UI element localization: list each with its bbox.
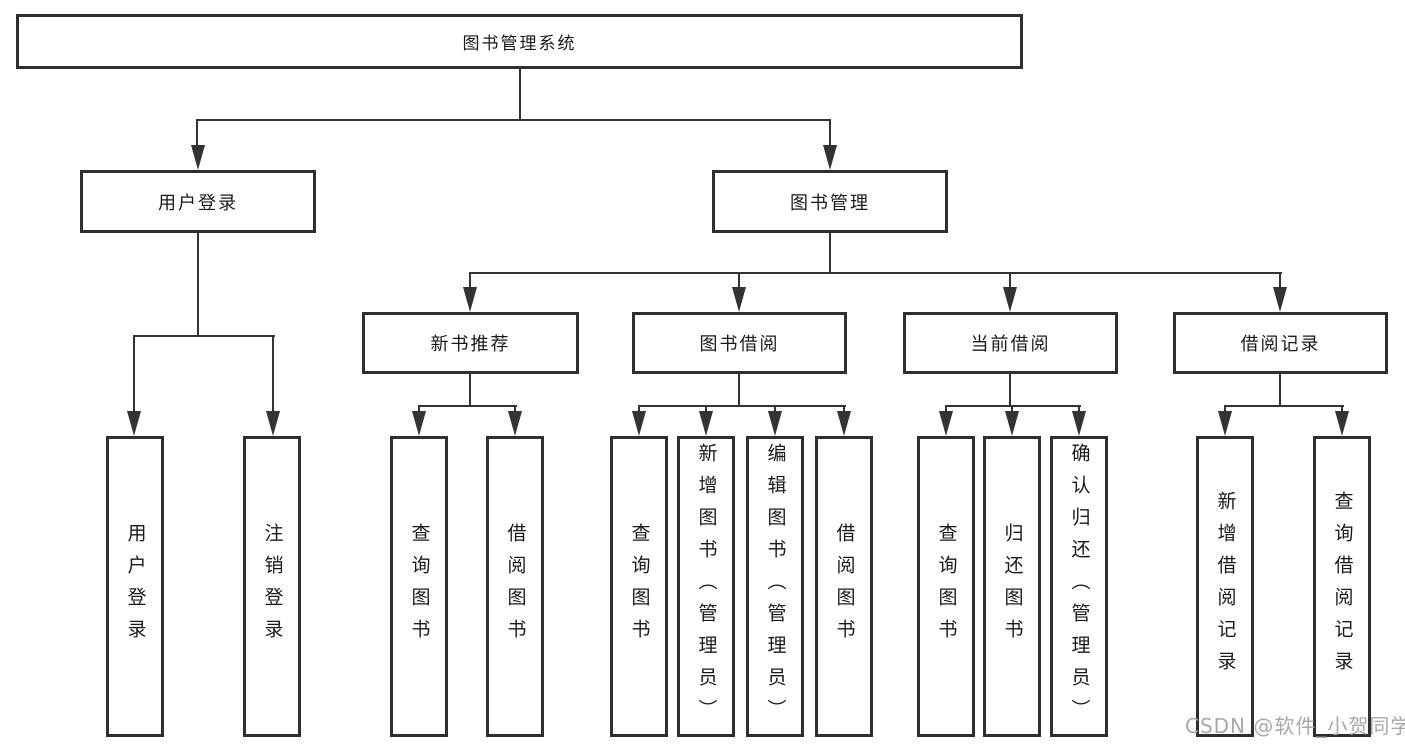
edge-line <box>133 335 135 413</box>
edge-line <box>1279 374 1281 407</box>
edge-line <box>197 119 831 121</box>
edge-line <box>1279 272 1281 290</box>
leaf-add-books-admin: 新增图书（管理员） <box>677 436 735 737</box>
edge-line <box>418 405 420 413</box>
edge-arrowhead-down <box>939 411 953 436</box>
leaf-label: 新增图书（管理员） <box>695 442 718 731</box>
leaf-logout-login: 注销登录 <box>243 436 301 737</box>
csdn-watermark: CSDN @软件_小贺同学 <box>1185 714 1405 738</box>
edge-line <box>843 405 845 413</box>
node-user-login: 用户登录 <box>80 170 316 233</box>
edge-arrowhead-down <box>1218 411 1232 436</box>
edge-line <box>638 405 846 407</box>
edge-arrowhead-down <box>768 411 782 436</box>
edge-line <box>829 119 831 147</box>
node-label: 图书管理系统 <box>462 34 577 54</box>
edge-line <box>469 374 471 407</box>
edge-arrowhead-down <box>823 145 837 170</box>
edge-line <box>1224 405 1344 407</box>
node-borrow-records: 借阅记录 <box>1173 312 1388 374</box>
edge-line <box>1009 272 1011 290</box>
edge-line <box>1224 405 1226 413</box>
leaf-add-borrow-record: 新增借阅记录 <box>1196 436 1254 737</box>
leaf-confirm-return-admin: 确认归还（管理员） <box>1050 436 1108 737</box>
edge-arrowhead-down <box>463 287 477 312</box>
node-label: 新书推荐 <box>430 334 511 355</box>
node-book-management: 图书管理 <box>712 170 948 233</box>
leaf-label: 查询图书 <box>628 522 651 651</box>
edge-arrowhead-down <box>732 287 746 312</box>
edge-arrowhead-down <box>699 411 713 436</box>
edge-line <box>418 405 517 407</box>
leaf-label: 查询图书 <box>935 522 958 651</box>
edge-line <box>1009 374 1011 407</box>
leaf-label: 借阅图书 <box>504 522 527 651</box>
node-label: 用户登录 <box>158 192 238 214</box>
leaf-label: 用户登录 <box>124 522 147 651</box>
edge-arrowhead-down <box>1273 287 1287 312</box>
edge-line <box>945 405 947 413</box>
edge-line <box>514 405 516 413</box>
leaf-label: 借阅图书 <box>833 522 856 651</box>
node-current-borrow: 当前借阅 <box>903 312 1118 374</box>
edge-arrowhead-down <box>191 145 205 170</box>
edge-arrowhead-down <box>266 411 280 436</box>
node-label: 借阅记录 <box>1240 334 1321 355</box>
edge-line <box>197 233 199 337</box>
leaf-borrow-books-recommend: 借阅图书 <box>486 436 544 737</box>
edge-arrowhead-down <box>1003 287 1017 312</box>
edge-line <box>196 119 198 147</box>
edge-line <box>638 405 640 413</box>
leaf-query-books-recommend: 查询图书 <box>390 436 448 737</box>
node-root: 图书管理系统 <box>16 14 1023 69</box>
leaf-query-books-borrow: 查询图书 <box>610 436 668 737</box>
edge-arrowhead-down <box>1005 411 1019 436</box>
edge-line <box>272 335 274 413</box>
node-book-borrow: 图书借阅 <box>632 312 847 374</box>
edge-line <box>945 405 1081 407</box>
edge-arrowhead-down <box>127 411 141 436</box>
edge-arrowhead-down <box>508 411 522 436</box>
node-label: 图书管理 <box>790 192 870 214</box>
edge-arrowhead-down <box>1335 411 1349 436</box>
edge-line <box>1078 405 1080 413</box>
leaf-label: 查询借阅记录 <box>1331 490 1354 683</box>
leaf-label: 归还图书 <box>1001 522 1024 651</box>
leaf-return-books: 归还图书 <box>983 436 1041 737</box>
leaf-label: 确认归还（管理员） <box>1068 442 1091 731</box>
leaf-borrow-books: 借阅图书 <box>815 436 873 737</box>
node-label: 当前借阅 <box>970 334 1051 355</box>
edge-arrowhead-down <box>1072 411 1086 436</box>
leaf-edit-books-admin: 编辑图书（管理员） <box>746 436 804 737</box>
edge-line <box>705 405 707 413</box>
edge-line <box>774 405 776 413</box>
edge-line <box>469 272 471 290</box>
edge-line <box>738 374 740 407</box>
edge-line <box>133 335 275 337</box>
leaf-label: 查询图书 <box>408 522 431 651</box>
node-label: 图书借阅 <box>699 334 780 355</box>
edge-line <box>469 272 1282 274</box>
edge-line <box>738 272 740 290</box>
edge-line <box>829 233 831 274</box>
edge-line <box>1011 405 1013 413</box>
leaf-user-login: 用户登录 <box>106 436 164 737</box>
node-new-book-recommend: 新书推荐 <box>362 312 579 374</box>
leaf-query-borrow-record: 查询借阅记录 <box>1313 436 1371 737</box>
edge-line <box>519 69 521 121</box>
leaf-query-books-current: 查询图书 <box>917 436 975 737</box>
edge-arrowhead-down <box>837 411 851 436</box>
leaf-label: 新增借阅记录 <box>1214 490 1237 683</box>
leaf-label: 注销登录 <box>261 522 284 651</box>
edge-arrowhead-down <box>412 411 426 436</box>
leaf-label: 编辑图书（管理员） <box>764 442 787 731</box>
edge-arrowhead-down <box>632 411 646 436</box>
edge-line <box>1341 405 1343 413</box>
